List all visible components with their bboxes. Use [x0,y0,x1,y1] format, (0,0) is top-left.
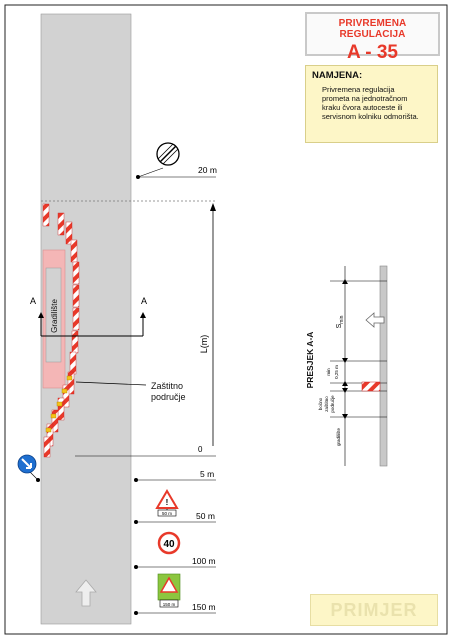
mounted-warning-sign-icon [157,573,181,608]
svg-text:!: ! [166,498,169,507]
section-line-a [38,312,146,337]
title-code: A - 35 [346,42,399,63]
delineator [51,409,59,433]
worksite-label: Gradilište [50,299,59,333]
section-min-label: min [326,368,331,376]
plate-150-label: 150 m [163,602,176,607]
speed-limit-value: 40 [163,539,175,550]
distance-marker-50 [134,520,216,524]
distance-label-5: 5 m [200,469,214,479]
delineator [69,351,77,375]
lane-direction-arrow-icon [365,312,385,328]
distance-label-50: 50 m [196,511,215,521]
length-arrow-top [210,203,216,211]
example-label: PRIMJER [330,600,418,620]
protected-zone-label-1: Zaštitno [151,381,183,391]
warning-lamps [45,375,73,433]
protected-zone-label-2: područje [151,392,186,402]
section-side-zone-1: bočno [318,397,323,410]
plate-50-label: 50 m [162,511,172,516]
distance-marker-100 [134,565,216,569]
delineator [65,221,73,245]
delineator [72,307,80,331]
warning-lamp [66,375,73,381]
length-label: L(m) [199,335,209,354]
distance-marker-150 [134,611,216,615]
delineator [71,330,79,354]
delineator [67,371,75,395]
title-box: PRIVREMENA REGULACIJA A - 35 [305,12,440,63]
section-min-value: 0,25 m [334,365,339,379]
section-ticks [342,279,348,419]
distance-marker-5 [29,471,216,482]
distance-label-20: 20 m [198,165,217,175]
section-barrier [361,381,381,392]
warning-lamp [61,388,68,394]
keep-right-sign-icon [17,454,37,474]
distance-label-100: 100 m [192,556,216,566]
section-s-min: Smin [336,315,345,328]
distance-marker-20 [136,167,216,179]
roadworks-warning-sign-icon: ! [155,489,179,517]
delineator [57,397,65,421]
section-marker-left: A [30,296,36,306]
delineator [42,203,50,227]
delineator [72,261,80,285]
travel-direction-arrow-icon [75,579,97,607]
sheet-border [4,4,448,635]
delineator [57,212,65,236]
delineator [62,384,70,408]
warning-lamp [50,413,57,419]
section-side-zone-2: zaštitno [324,396,329,412]
protected-zone-leader [75,381,147,386]
purpose-box: NAMJENA: Privremena regulacija prometa n… [305,65,438,143]
purpose-heading: NAMJENA: [312,70,363,81]
title-top: PRIVREMENA REGULACIJA [338,18,407,40]
worksite-inner [45,267,62,363]
delineator [70,239,78,263]
section-side-zone-3: područje [330,395,335,413]
length-zero: 0 [198,445,203,454]
section-ground [379,265,388,467]
speed-limit-sign-icon [157,531,181,555]
section-gradiliste: gradilište [336,428,341,447]
delineator-row [42,203,80,458]
section-marker-right: A [141,296,147,306]
warning-lamp [56,401,63,407]
warning-lamp [45,427,52,433]
s-min-subscript: min [339,315,345,323]
distance-label-150: 150 m [192,602,216,612]
example-box: PRIMJER [310,594,438,626]
end-restriction-sign-icon [156,142,180,166]
s-min-base: S [336,323,343,328]
delineator [72,284,80,308]
purpose-text: Privremena regulacija prometa na jednotr… [322,85,419,121]
section-title: PRESJEK A-A [305,332,315,389]
delineator [43,436,51,458]
